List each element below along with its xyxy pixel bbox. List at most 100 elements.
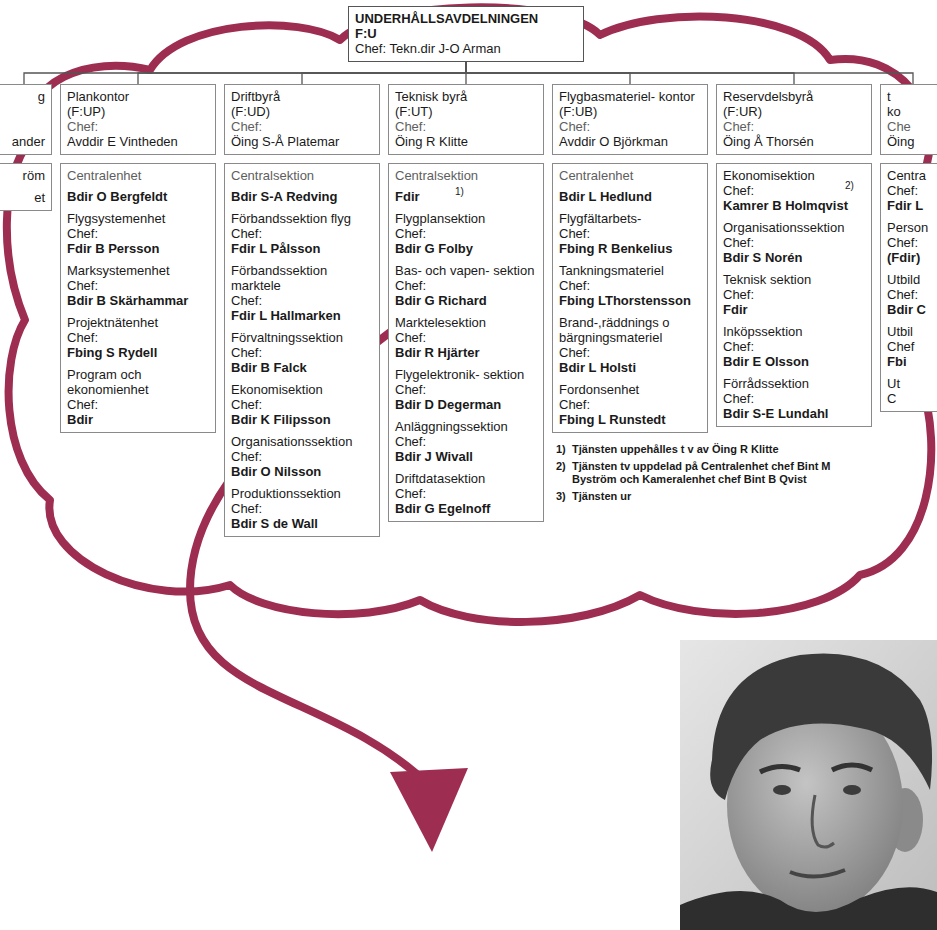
person-name: Fdir L Pålsson [231, 241, 373, 256]
box-text: Chef: [723, 391, 865, 406]
photo-ground [680, 640, 937, 930]
box-text: Chef: [67, 397, 209, 412]
person-name: Bdir O Bergfeldt [67, 189, 209, 204]
box-text: Chef: [395, 434, 537, 449]
box-text: Chef: [231, 449, 373, 464]
box-text: Flygfältarbets- [559, 211, 701, 226]
box-text: Chef: [559, 226, 701, 241]
photo-eye [773, 785, 791, 795]
box-text: Förbandssektion flyg [231, 211, 373, 226]
box-text: Reservdelsbyrå [723, 89, 865, 104]
box-text: Bas- och vapen- sektion [395, 263, 537, 278]
person-name: Fbing S Rydell [67, 345, 209, 360]
box-text: Organisationssektion [723, 220, 865, 235]
person-name: Fdir [723, 302, 865, 317]
department-box: UNDERHÅLLSAVDELNINGENF:UChef: Tekn.dir J… [348, 6, 584, 62]
office-box: Flygbasmateriel- kontor (F:UB)Chef:Avddi… [552, 84, 708, 155]
box-text: Chef: [559, 345, 701, 360]
photo-brow [832, 765, 872, 770]
section-list-box: CentralsektionFdir1)FlygplansektionChef:… [388, 163, 544, 522]
box-text: Centralsektion [395, 168, 537, 183]
box-text: ander [0, 134, 45, 149]
box-text: C [887, 391, 937, 406]
person-name: Bdir [67, 412, 209, 427]
box-text: Program och ekonomienhet [67, 367, 209, 397]
person-name: Fdir B Persson [67, 241, 209, 256]
person-name: Bdir G Egelnoff [395, 501, 537, 516]
box-text: Chef: [723, 183, 865, 198]
box-text: Utbild [887, 272, 937, 287]
footnote-text: Tjänsten tv uppdelad på Centralenhet che… [572, 460, 840, 486]
person-name: Fbing LThorstensson [559, 293, 701, 308]
box-text: Teknisk byrå [395, 89, 537, 104]
person-name: Fbing R Benkelius [559, 241, 701, 256]
person-name: Bdir G Richard [395, 293, 537, 308]
box-text: Chef: [395, 119, 537, 134]
office-box: gander [0, 84, 52, 155]
box-text: Chef: [231, 119, 373, 134]
box-text: Ekonomisektion [723, 168, 865, 183]
box-text: Centralenhet [559, 168, 701, 183]
box-text: et [0, 190, 45, 205]
department-title: F:U [355, 26, 577, 41]
section-list-box: EkonomisektionChef:2)Kamrer B HolmqvistO… [716, 163, 872, 427]
box-text: Chef: [67, 119, 209, 134]
box-text: Inköpssektion [723, 324, 865, 339]
box-text: Chef: [723, 339, 865, 354]
box-text: (F:UD) [231, 104, 373, 119]
box-text: Chef: [231, 501, 373, 516]
box-text: Utbil [887, 324, 937, 339]
box-text: Produktionssektion [231, 486, 373, 501]
box-text: (F:UT) [395, 104, 537, 119]
person-name: Bdir L Holsti [559, 360, 701, 375]
box-text: Chef: Tekn.dir J-O Arman [355, 41, 577, 56]
box-text: Flygbasmateriel- kontor (F:UB) [559, 89, 701, 119]
box-text: Ekonomisektion [231, 382, 373, 397]
box-text: Flygelektronik- sektion [395, 367, 537, 382]
box-text: Driftbyrå [231, 89, 373, 104]
photo-nose [812, 795, 834, 847]
box-text: Driftdatasektion [395, 471, 537, 486]
box-text: Chef: [723, 119, 865, 134]
box-text: t [887, 89, 937, 104]
box-text: Avddir E Vintheden [67, 134, 209, 149]
box-text: Person [887, 220, 937, 235]
photo-mouth [790, 870, 845, 877]
box-text: Öing Å Thorsén [723, 134, 865, 149]
person-name: Fdir [395, 189, 537, 204]
section-list-box: CentralenhetBdir O BergfeldtFlygsystemen… [60, 163, 216, 433]
footnote-mark: 2) [845, 180, 854, 191]
box-text: Chef: [395, 330, 537, 345]
box-text: Anläggningssektion [395, 419, 537, 434]
person-name: Bdir G Folby [395, 241, 537, 256]
person-name: Bdir R Hjärter [395, 345, 537, 360]
photo-hair [710, 653, 932, 800]
box-text: Centralsektion [231, 168, 373, 183]
box-text: röm [0, 168, 45, 183]
section-list-box: CentraChef:Fdir LPersonChef:(Fdir)Utbild… [880, 163, 937, 412]
person-name: Kamrer B Holmqvist [723, 198, 865, 213]
box-text: Chef: [395, 278, 537, 293]
section-list-box: CentralsektionBdir S-A RedvingFörbandsse… [224, 163, 380, 537]
person-name: Fbing L Runstedt [559, 412, 701, 427]
cloud-arrowhead [390, 768, 468, 852]
section-list-box: röm et [0, 163, 52, 211]
box-text: Ut [887, 376, 937, 391]
box-text: Chef: [723, 287, 865, 302]
box-text: Avddir O Björkman [559, 134, 701, 149]
footnote-text: Tjänsten uppehålles t v av Öing R Klitte [572, 443, 840, 456]
box-text: Chef: [395, 226, 537, 241]
box-text: Chef: [395, 486, 537, 501]
person-name: Bdir L Hedlund [559, 189, 701, 204]
box-text: (F:UP) [67, 104, 209, 119]
office-box: Reservdelsbyrå(F:UR)Chef:Öing Å Thorsén [716, 84, 872, 155]
org-connector [24, 62, 466, 84]
person-name: Bdir E Olsson [723, 354, 865, 369]
person-name: Bdir S Norén [723, 250, 865, 265]
person-name: Bdir B Falck [231, 360, 373, 375]
box-text: Öing [887, 134, 937, 149]
box-text: Che [887, 119, 937, 134]
org-connector [138, 62, 466, 84]
box-text: Marktelesektion [395, 315, 537, 330]
box-text: Chef: [723, 235, 865, 250]
